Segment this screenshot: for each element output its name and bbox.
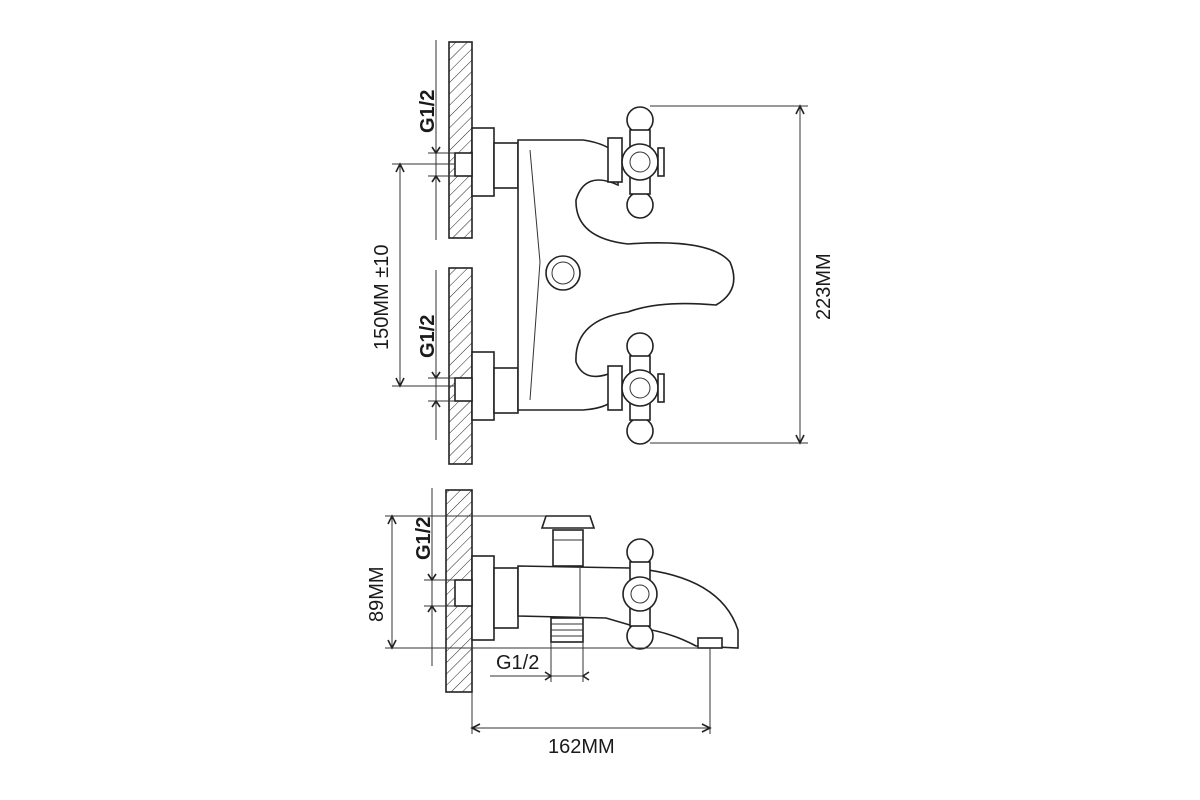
label-outlet-thread: G1/2 <box>496 652 539 674</box>
label-center-distance: 150MM ±10 <box>371 245 393 350</box>
wall-lower <box>448 267 473 465</box>
dim-overall-height <box>650 104 808 445</box>
handle-upper <box>607 106 665 219</box>
dim-side-height <box>385 514 700 650</box>
dim-inlet-lower <box>428 270 455 440</box>
connector-upper <box>454 127 519 197</box>
label-side-height: 89MM <box>366 566 388 622</box>
label-side-inlet: G1/2 <box>413 517 435 560</box>
diverter-knob <box>545 255 581 291</box>
dim-center-distance <box>392 162 455 388</box>
front-view: G1/2 G1/2 150MM ±10 223MM <box>371 40 835 465</box>
dim-outlet-thread <box>490 642 590 682</box>
dim-side-inlet <box>424 488 455 666</box>
label-inlet-lower: G1/2 <box>417 315 439 358</box>
handle-side <box>622 538 658 650</box>
label-inlet-upper: G1/2 <box>417 90 439 133</box>
mixer-body <box>517 139 735 411</box>
side-view: G1/2 89MM G1/2 162MM <box>366 488 739 758</box>
label-overall-height: 223MM <box>813 253 835 320</box>
dim-projection <box>470 648 712 734</box>
diverter-top <box>540 515 596 567</box>
wall-upper <box>448 41 473 239</box>
connector-lower <box>454 351 519 421</box>
outlet-thread <box>550 617 584 643</box>
label-projection: 162MM <box>548 736 615 758</box>
handle-lower <box>607 332 665 445</box>
dim-inlet-upper <box>428 40 455 240</box>
